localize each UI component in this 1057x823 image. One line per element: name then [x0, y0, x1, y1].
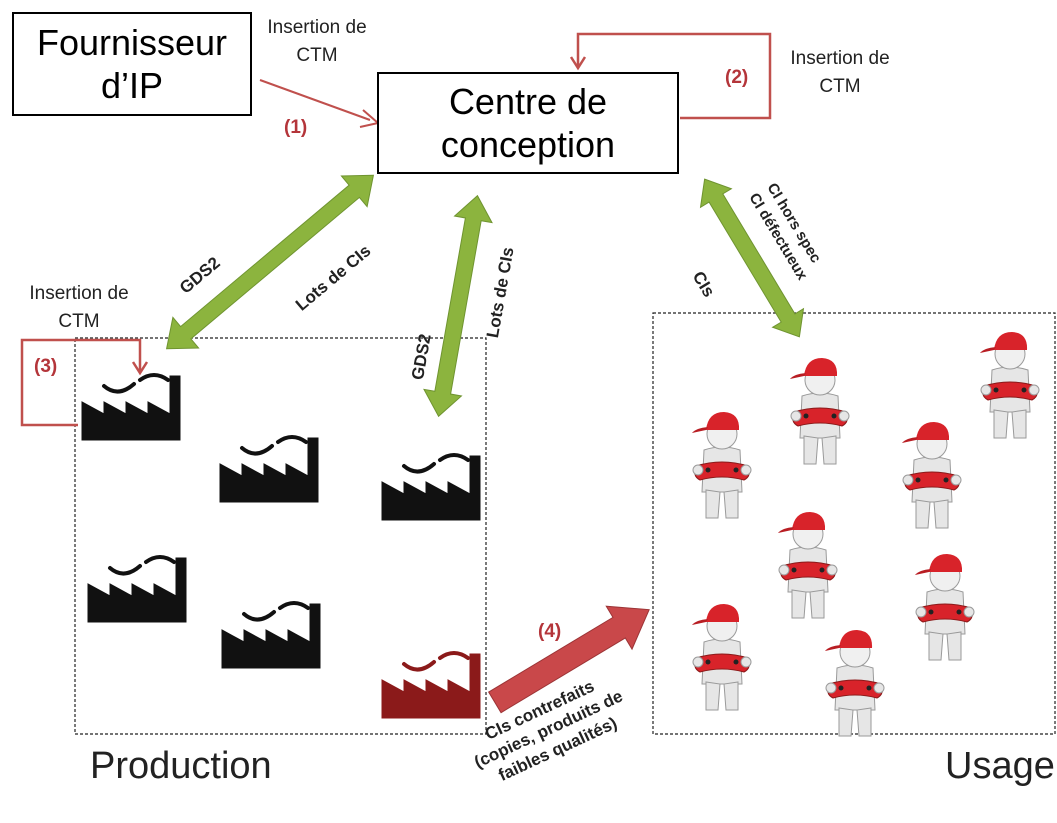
step-4-label: (4) [538, 621, 562, 642]
step-2-label: (2) [725, 67, 749, 88]
user-with-gamepad-icon [901, 421, 962, 529]
factory-icon [380, 453, 482, 522]
ip-supplier-label: Fournisseur d’IP [36, 21, 228, 106]
insertion-loop-3 [20, 338, 149, 427]
insertion-loop-2 [569, 32, 772, 120]
user-with-gamepad-icon [691, 603, 752, 711]
user-with-gamepad-icon [691, 411, 752, 519]
counterfeit-factory-icon [380, 651, 482, 720]
user-with-gamepad-icon [914, 553, 975, 661]
production-region [74, 337, 487, 735]
user-with-gamepad-icon [777, 511, 838, 619]
counterfeit-arrow-4 [487, 605, 650, 714]
factory-icon [86, 555, 188, 624]
step-1-label: (1) [284, 117, 308, 138]
design-center-label: Centre de conception [440, 80, 616, 165]
ip-supplier-box: Fournisseur d’IP [12, 12, 252, 116]
user-with-gamepad-icon [979, 331, 1040, 439]
insertion-ctm-label-3: Insertion de CTM [29, 283, 129, 332]
factory-icon [80, 373, 182, 442]
factory-icon [218, 435, 320, 504]
gds2-lots-arrow-left [165, 174, 375, 350]
production-section-label: Production [90, 745, 272, 787]
cis-arrow-right [699, 178, 805, 338]
insertion-ctm-label-1: Insertion de CTM [267, 17, 367, 66]
insertion-ctm-label-2: Insertion de CTM [790, 48, 890, 97]
design-center-box: Centre de conception [377, 72, 679, 174]
step-3-label: (3) [34, 356, 58, 377]
usage-section-label: Usage [945, 745, 1055, 787]
factory-icon [220, 601, 322, 670]
usage-region [652, 312, 1056, 735]
user-with-gamepad-icon [789, 357, 850, 465]
insertion-arrow-1 [259, 79, 379, 128]
user-with-gamepad-icon [824, 629, 885, 737]
gds2-lots-arrow-middle [423, 194, 493, 418]
